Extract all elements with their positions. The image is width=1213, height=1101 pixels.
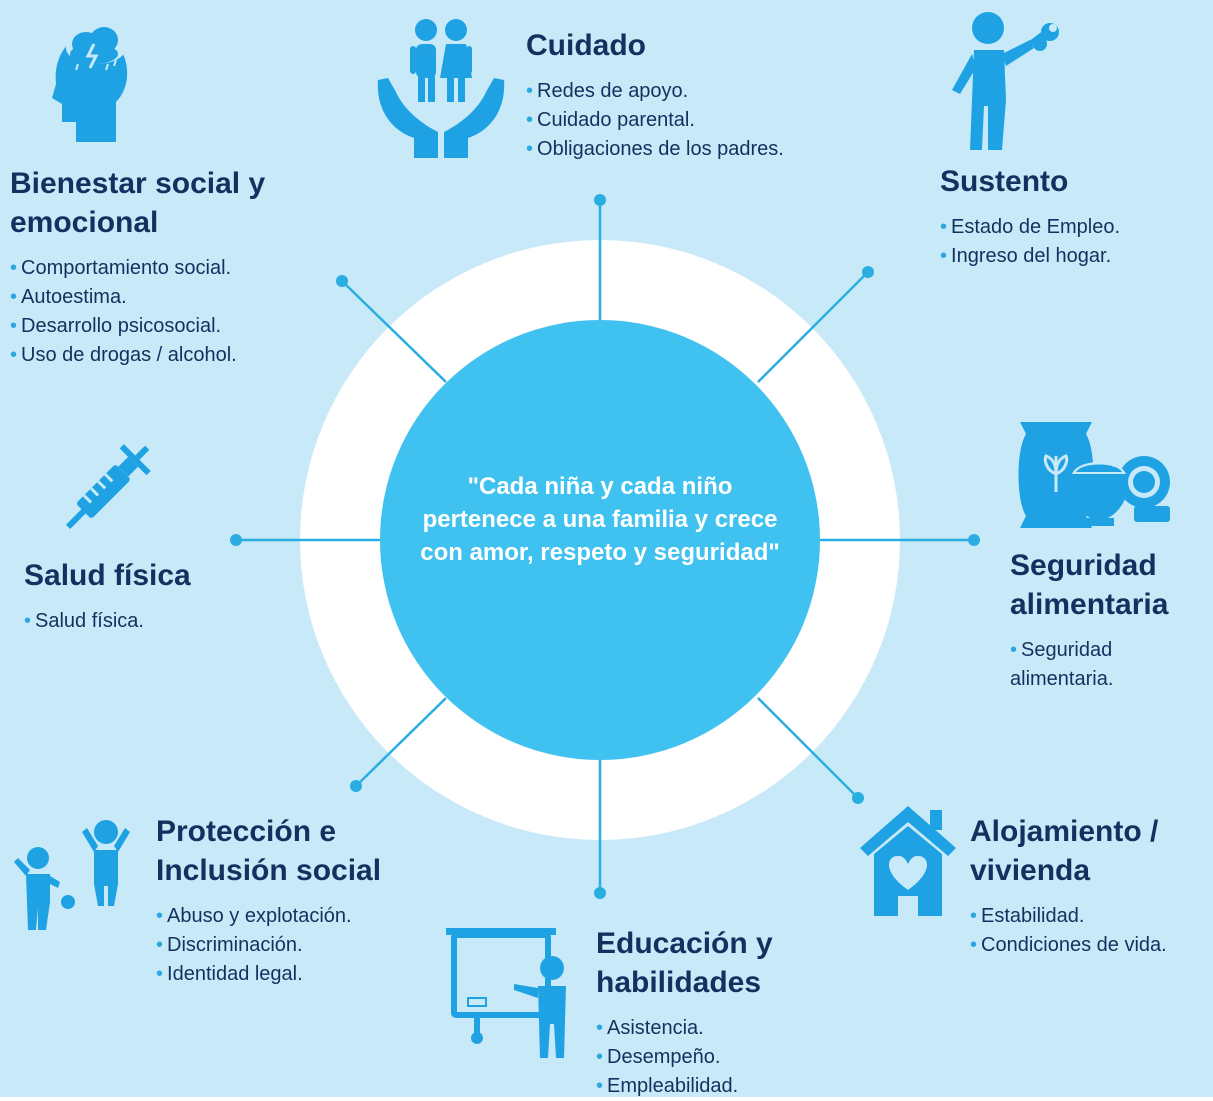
head-storm-icon: [52, 27, 128, 142]
connector-dot: [230, 534, 242, 546]
bullet-item: Autoestima.: [10, 283, 310, 312]
bullet-list: Salud física.: [24, 607, 224, 636]
bullet-list: Seguridad alimentaria.: [1010, 636, 1160, 694]
bullet-item: Redes de apoyo.: [526, 77, 866, 106]
category-title: Seguridad alimentaria: [1010, 549, 1169, 621]
bullet-item: Condiciones de vida.: [970, 931, 1210, 960]
center-circle: [380, 320, 820, 760]
children-playing-icon: [14, 820, 130, 930]
bullet-item: Ingreso del hogar.: [940, 242, 1200, 271]
bullet-item: Obligaciones de los padres.: [526, 135, 866, 164]
connector-dot: [862, 266, 874, 278]
food-sack-bowl-icon: [1018, 422, 1170, 528]
bullet-list: Redes de apoyo. Cuidado parental. Obliga…: [526, 77, 866, 164]
connector-line-top-left: [341, 280, 447, 383]
bullet-item: Desarrollo psicosocial.: [10, 312, 310, 341]
category-seguridad: Seguridad alimentaria Seguridad alimenta…: [1010, 546, 1200, 694]
category-title: Educación y habilidades: [596, 927, 773, 999]
bullet-item: Cuidado parental.: [526, 106, 866, 135]
bullet-item: Empleabilidad.: [596, 1072, 816, 1101]
bullet-item: Uso de drogas / alcohol.: [10, 341, 310, 370]
connector-dot: [852, 792, 864, 804]
category-title: Sustento: [940, 165, 1069, 198]
syringe-icon: [65, 444, 151, 530]
category-bienestar: Bienestar social y emocional Comportamie…: [10, 164, 310, 370]
bullet-item: Discriminación.: [156, 931, 436, 960]
category-sustento: Sustento Estado de Empleo. Ingreso del h…: [940, 162, 1200, 271]
category-cuidado: Cuidado Redes de apoyo. Cuidado parental…: [526, 26, 866, 164]
category-proteccion: Protección e Inclusión social Abuso y ex…: [156, 812, 436, 989]
center-quote: "Cada niña y cada niño pertenece a una f…: [420, 473, 780, 566]
bullet-item: Seguridad alimentaria.: [1010, 636, 1160, 694]
teacher-board-icon: [446, 928, 566, 1058]
connector-line-bottom-left: [355, 697, 447, 787]
bullet-item: Salud física.: [24, 607, 224, 636]
bullet-item: Estabilidad.: [970, 902, 1210, 931]
house-heart-icon: [860, 806, 956, 916]
bullet-item: Abuso y explotación.: [156, 902, 436, 931]
connector-line-bottom-right: [757, 697, 859, 799]
bullet-list: Comportamiento social. Autoestima. Desar…: [10, 254, 310, 370]
connector-line-top-right: [757, 271, 869, 383]
connector-dot: [336, 275, 348, 287]
category-salud: Salud física Salud física.: [24, 556, 224, 636]
connector-dots: [230, 194, 980, 899]
connector-dot: [594, 194, 606, 206]
worker-wrench-icon: [952, 12, 1059, 150]
category-title: Protección e Inclusión social: [156, 815, 382, 887]
category-title: Bienestar social y emocional: [10, 167, 266, 239]
bullet-item: Comportamiento social.: [10, 254, 310, 283]
bullet-list: Estado de Empleo. Ingreso del hogar.: [940, 213, 1200, 271]
connector-dot: [968, 534, 980, 546]
connector-lines: [236, 200, 974, 893]
connector-dot: [350, 780, 362, 792]
category-title: Alojamiento / vivienda: [970, 815, 1159, 887]
category-title: Cuidado: [526, 29, 646, 62]
bullet-item: Estado de Empleo.: [940, 213, 1200, 242]
bullet-item: Desempeño.: [596, 1043, 816, 1072]
bullet-list: Abuso y explotación. Discriminación. Ide…: [156, 902, 436, 989]
category-alojamiento: Alojamiento / vivienda Estabilidad. Cond…: [970, 812, 1210, 960]
bullet-list: Asistencia. Desempeño. Empleabilidad.: [596, 1014, 816, 1101]
bullet-list: Estabilidad. Condiciones de vida.: [970, 902, 1210, 960]
category-title: Salud física: [24, 559, 191, 592]
bullet-item: Asistencia.: [596, 1014, 816, 1043]
connector-dot: [594, 887, 606, 899]
hands-children-icon: [377, 19, 505, 158]
bullet-item: Identidad legal.: [156, 960, 436, 989]
category-educacion: Educación y habilidades Asistencia. Dese…: [596, 924, 816, 1101]
